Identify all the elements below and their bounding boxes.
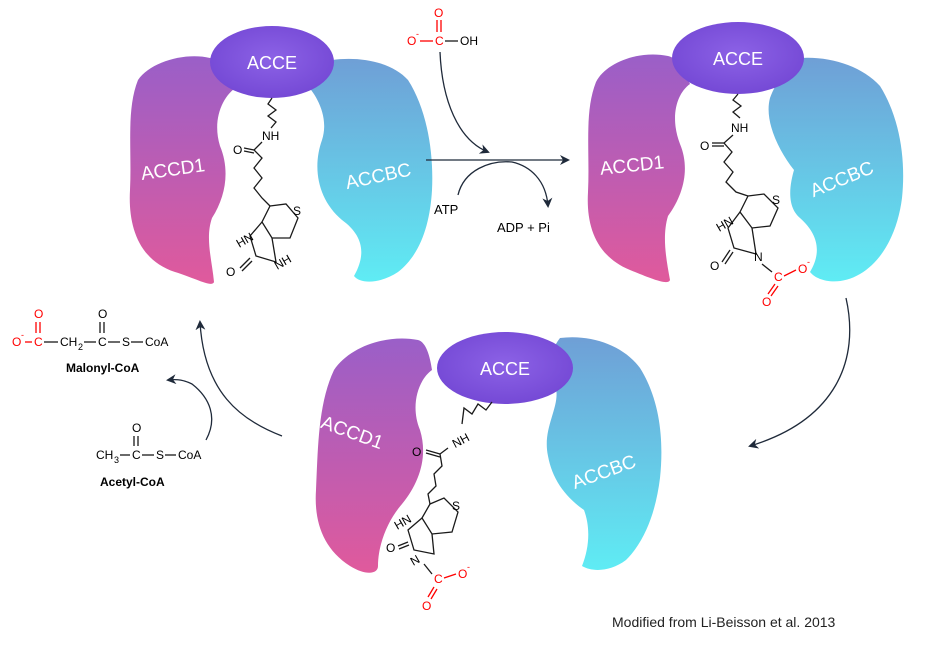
accd1-protein: [129, 56, 238, 284]
svg-text:S: S: [772, 193, 780, 207]
svg-text:N: N: [754, 250, 763, 264]
carboxylation-step: O - C OH O ATP ADP + Pi: [407, 6, 570, 235]
malonyl-coa: O - C O CH 2 C O S CoA Malonyl-CoA: [12, 307, 168, 375]
svg-text:O: O: [412, 445, 421, 459]
svg-text:CH: CH: [60, 335, 77, 349]
svg-text:HN: HN: [714, 214, 736, 235]
acce-protein: [672, 22, 804, 94]
svg-text:CH: CH: [96, 448, 113, 462]
svg-text:O: O: [132, 421, 141, 435]
svg-text:2: 2: [78, 342, 83, 352]
svg-text:C: C: [132, 448, 141, 462]
svg-text:O: O: [12, 335, 21, 349]
svg-text:O: O: [98, 307, 107, 321]
svg-text:O: O: [422, 599, 431, 613]
svg-text:O: O: [34, 307, 43, 321]
accd1-protein: [587, 54, 690, 283]
svg-text:O: O: [458, 567, 467, 581]
acetyl-coa: CH 3 C O S CoA Acetyl-CoA: [96, 421, 201, 489]
svg-text:O: O: [434, 6, 443, 20]
complex-1: ACCE ACCD1 ACCBC NH O S HN NH O: [129, 26, 433, 284]
accbc-protein: [306, 58, 433, 282]
svg-text:-: -: [21, 330, 24, 340]
svg-text:HN: HN: [392, 512, 414, 533]
svg-text:-: -: [807, 257, 810, 267]
credit-text: Modified from Li-Beisson et al. 2013: [612, 614, 836, 630]
svg-text:N: N: [408, 552, 423, 568]
svg-text:S: S: [452, 499, 460, 513]
svg-text:O: O: [710, 259, 719, 273]
svg-text:CoA: CoA: [178, 448, 201, 462]
svg-text:S: S: [293, 204, 301, 218]
acce-label: ACCE: [713, 49, 763, 69]
svg-text:O: O: [407, 34, 416, 48]
atp-label: ATP: [434, 202, 458, 217]
svg-text:C: C: [774, 270, 783, 284]
svg-text:3: 3: [114, 455, 119, 465]
svg-text:NH: NH: [450, 430, 472, 451]
complex-2: ACCE ACCD1 ACCBC NH O S HN N O C O - O: [587, 22, 904, 309]
svg-text:O: O: [762, 295, 771, 309]
svg-text:NH: NH: [262, 129, 279, 143]
svg-text:NH: NH: [731, 121, 748, 135]
adp-pi-label: ADP + Pi: [497, 220, 550, 235]
svg-text:S: S: [156, 448, 164, 462]
accbc-protein: [768, 57, 904, 282]
malonyl-coa-name: Malonyl-CoA: [66, 361, 140, 375]
svg-text:-: -: [467, 562, 470, 572]
svg-text:O: O: [386, 541, 395, 555]
svg-text:O: O: [798, 262, 807, 276]
svg-text:C: C: [34, 335, 43, 349]
accbc-protein: [546, 337, 662, 570]
svg-text:O: O: [700, 139, 709, 153]
acce-label: ACCE: [247, 53, 297, 73]
svg-text:O: O: [226, 265, 235, 279]
acetyl-coa-name: Acetyl-CoA: [100, 475, 165, 489]
svg-text:C: C: [435, 34, 444, 48]
transcarboxylation-step: O - C O CH 2 C O S CoA Malonyl-CoA CH 3: [12, 307, 283, 489]
svg-text:OH: OH: [460, 34, 478, 48]
svg-text:S: S: [122, 335, 130, 349]
bicarbonate: O - C OH O: [407, 6, 478, 48]
acce-protein: [210, 26, 334, 98]
svg-text:CoA: CoA: [145, 335, 168, 349]
acce-label: ACCE: [480, 359, 530, 379]
svg-text:-: -: [416, 29, 419, 39]
complex-3: ACCE ACCD1 ACCBC NH O S HN N O C O - O: [315, 332, 662, 613]
svg-text:C: C: [434, 572, 443, 586]
svg-text:O: O: [233, 143, 242, 157]
svg-text:C: C: [98, 335, 107, 349]
accd1-protein: [315, 338, 432, 573]
acce-protein: [437, 332, 573, 404]
